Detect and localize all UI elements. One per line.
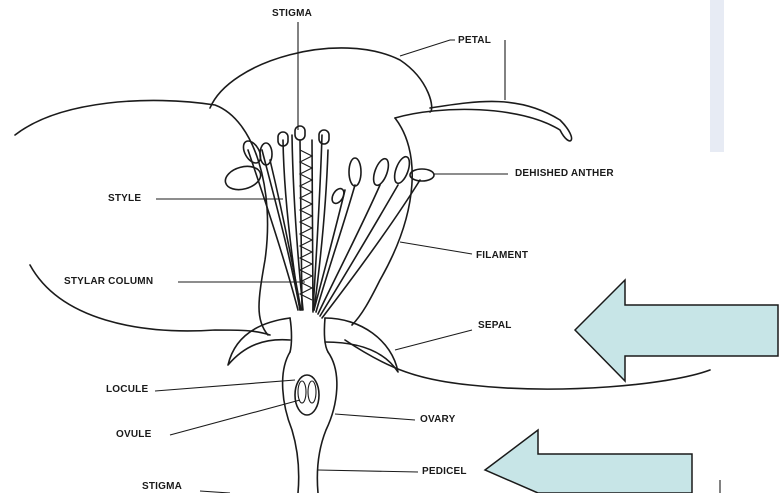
label-stigma-bottom: STIGMA: [142, 481, 182, 493]
receptacle-right: [324, 318, 328, 352]
ovary-outline: [283, 352, 337, 493]
label-filament: FILAMENT: [476, 250, 528, 262]
leader-ovary: [335, 414, 415, 420]
anther-left-3: [260, 143, 272, 165]
label-style: STYLE: [108, 193, 141, 205]
anther-right-2: [371, 157, 392, 187]
leader-petal: [400, 40, 455, 56]
anther-right-1: [349, 158, 361, 186]
arrow-pointing-pedicel: [485, 430, 692, 493]
leader-ovule: [170, 400, 300, 435]
stigma-lobe-2: [295, 126, 305, 140]
petal-left-outline: [15, 100, 268, 335]
leader-locule: [155, 380, 295, 391]
stigma-lobe-3: [319, 130, 329, 144]
label-sepal: SEPAL: [478, 320, 512, 332]
leader-sepal: [395, 330, 472, 350]
dehisced-anther-shape: [410, 169, 434, 181]
receptacle-left: [290, 318, 292, 352]
label-ovule: OVULE: [116, 429, 151, 441]
label-stylar-column: STYLAR COLUMN: [64, 276, 153, 288]
petal-center-outline: [210, 48, 432, 112]
anther-right-small: [330, 187, 347, 206]
leader-pedicel: [318, 470, 418, 472]
leader-filament: [400, 242, 472, 254]
label-ovary: OVARY: [420, 414, 455, 426]
anther-right-3: [392, 155, 413, 185]
filament-right-3: [320, 185, 398, 316]
label-stigma-top: STIGMA: [272, 8, 312, 20]
ovule-2: [308, 381, 316, 403]
label-locule: LOCULE: [106, 384, 148, 396]
label-petal: PETAL: [458, 35, 491, 47]
label-pedicel: PEDICEL: [422, 466, 467, 478]
sepal-left: [228, 318, 290, 365]
label-dehisced-anther: DEHISHED ANTHER: [515, 168, 614, 180]
petal-right-outline: [395, 101, 572, 140]
petal-right-back-outline: [352, 118, 412, 325]
arrow-pointing-sepal: [575, 280, 778, 381]
